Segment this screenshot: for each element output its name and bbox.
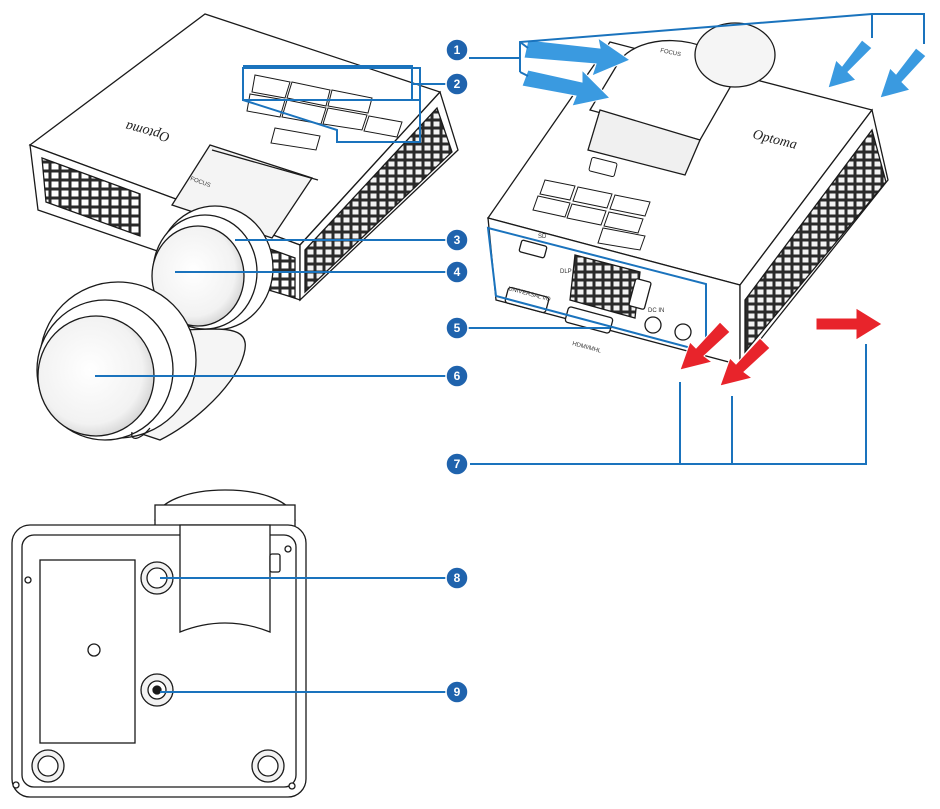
callout-badge-4: 4: [445, 260, 469, 284]
button-r-source[interactable]: [609, 194, 651, 217]
projector-bottom-view: [11, 489, 307, 798]
left-vent-grille: [41, 157, 141, 237]
callout-number: 9: [454, 685, 461, 699]
screw-icon: [288, 782, 296, 790]
button-r-menu[interactable]: [539, 179, 576, 201]
button-r-right[interactable]: [603, 211, 644, 234]
callout-badge-7: 7: [445, 452, 469, 476]
callout-number: 3: [454, 233, 461, 247]
arrow-in-icon: [521, 68, 612, 107]
screw-icon: [24, 576, 32, 584]
screw-icon: [12, 781, 20, 789]
screw-icon: [284, 545, 292, 553]
airflow-out-arrows: [679, 307, 883, 387]
callout-badge-8: 8: [445, 566, 469, 590]
lens-top-rear: [694, 22, 776, 88]
arrow-out-icon: [719, 337, 771, 387]
leader-lines: [95, 13, 925, 693]
port-label-sd: SD: [538, 234, 547, 240]
usb-port: [628, 278, 652, 310]
callout-number: 6: [454, 369, 461, 383]
focus-label-right: FOCUS: [660, 48, 682, 58]
callout-badge-6: 6: [445, 364, 469, 388]
callout-number: 8: [454, 571, 461, 585]
button-r-left[interactable]: [532, 195, 571, 218]
callout-badge-5: 5: [445, 316, 469, 340]
dlp-logo: DLP: [560, 269, 572, 275]
rear-right-vent: [744, 128, 887, 354]
arrow-out-icon: [815, 307, 883, 341]
button-down[interactable]: [363, 115, 403, 138]
arrow-in-icon: [523, 36, 632, 77]
lens-collar-bottom: [154, 504, 296, 528]
button-r-enter[interactable]: [566, 203, 607, 226]
callout-number: 1: [454, 43, 461, 57]
power-button-right[interactable]: [588, 156, 618, 178]
callout-badge-1: 1: [445, 38, 469, 62]
arrow-out-icon: [679, 321, 731, 371]
projection-lens: [151, 225, 245, 327]
callout-badge-3: 3: [445, 228, 469, 252]
callout-number: 7: [454, 457, 461, 471]
callout-number: 2: [454, 77, 461, 91]
audio-out-port: [674, 323, 692, 341]
callout-number: 5: [454, 321, 461, 335]
sd-slot: [518, 239, 548, 259]
port-label-hdmi: HDMI/MHL: [571, 341, 602, 355]
arrow-in-icon: [879, 47, 927, 99]
callout-badge-9: 9: [445, 680, 469, 704]
button-r-up[interactable]: [572, 186, 613, 209]
right-vent-grille: [304, 106, 453, 294]
button-enter[interactable]: [322, 107, 368, 131]
button-r-down[interactable]: [597, 227, 646, 251]
power-button-left[interactable]: [270, 127, 321, 151]
control-panel-right: [532, 156, 651, 251]
arrow-in-icon: [827, 39, 873, 89]
port-label-dc: DC IN: [648, 308, 664, 314]
button-menu[interactable]: [251, 74, 291, 99]
projector-front-view: FOCUS Optoma: [28, 13, 459, 331]
bottom-label-plate: [39, 559, 136, 744]
dc-in-port: [644, 316, 662, 334]
airflow-in-arrows: [521, 36, 927, 107]
kensington-lock: [269, 553, 281, 573]
callout-badge-2: 2: [445, 72, 469, 96]
projector-rear-view: FOCUS Optoma DLP UNIVERSAL I/O HDMI/MHL: [486, 22, 889, 367]
speaker-grille: [569, 254, 641, 319]
callout-number: 4: [454, 265, 461, 279]
plate-screw: [87, 643, 101, 657]
